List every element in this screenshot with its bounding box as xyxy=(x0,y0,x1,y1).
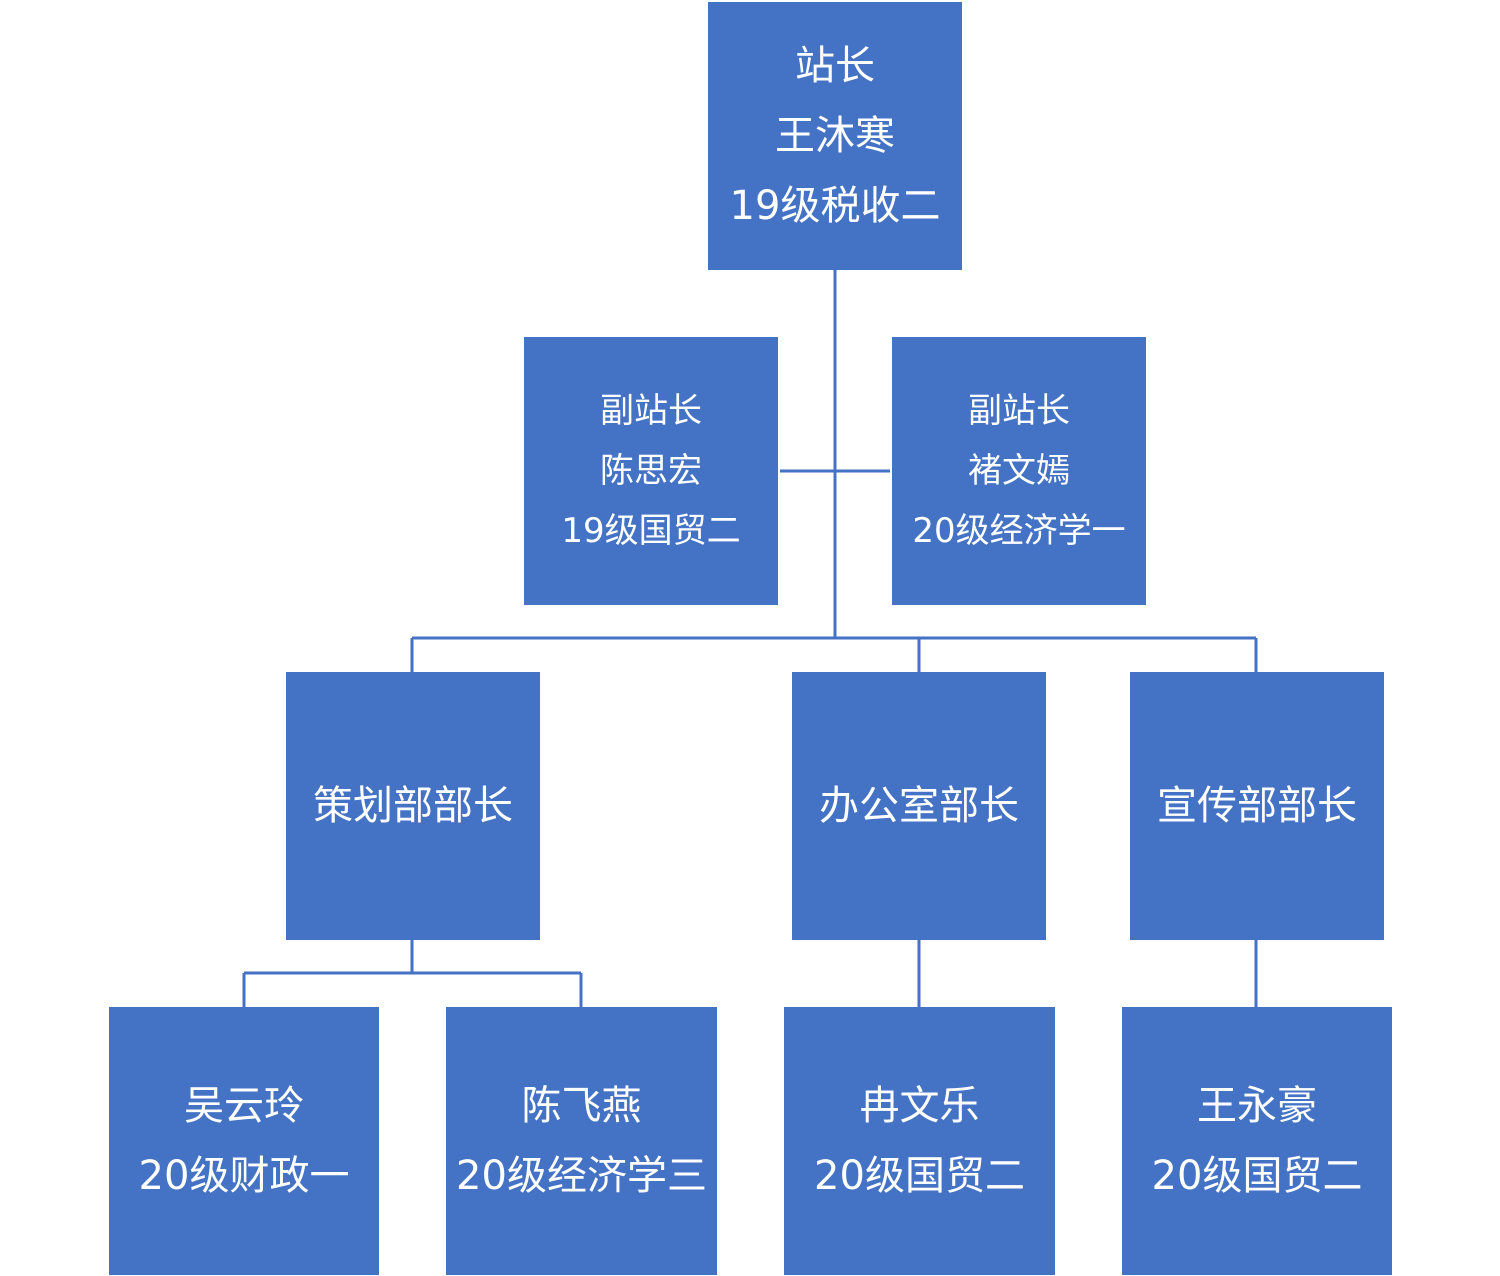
node-director: 站长 王沐寒 19级税收二 xyxy=(708,2,962,270)
dept-publicity-role: 宣传部部长 xyxy=(1157,783,1357,829)
director-name: 王沐寒 xyxy=(775,113,895,159)
member-wu-name: 吴云玲 xyxy=(184,1083,304,1129)
dept-office-role: 办公室部长 xyxy=(819,783,1019,829)
member-ran-class: 20级国贸二 xyxy=(814,1153,1025,1199)
node-member-ran: 冉文乐 20级国贸二 xyxy=(784,1007,1055,1275)
node-deputy-right: 副站长 褚文嫣 20级经济学一 xyxy=(892,337,1146,605)
director-class: 19级税收二 xyxy=(729,183,941,229)
node-member-chen: 陈飞燕 20级经济学三 xyxy=(446,1007,717,1275)
member-wu-class: 20级财政一 xyxy=(138,1153,350,1199)
node-member-wang: 王永豪 20级国贸二 xyxy=(1122,1007,1392,1275)
node-dept-office: 办公室部长 xyxy=(792,672,1046,940)
deputy-left-name: 陈思宏 xyxy=(600,451,702,491)
member-chen-class: 20级经济学三 xyxy=(456,1153,707,1199)
member-wang-class: 20级国贸二 xyxy=(1151,1153,1363,1199)
deputy-right-class: 20级经济学一 xyxy=(912,511,1126,551)
member-chen-name: 陈飞燕 xyxy=(521,1083,642,1129)
dept-planning-role: 策划部部长 xyxy=(313,783,513,829)
node-dept-publicity: 宣传部部长 xyxy=(1130,672,1384,940)
node-deputy-left: 副站长 陈思宏 19级国贸二 xyxy=(524,337,778,605)
deputy-left-class: 19级国贸二 xyxy=(561,511,741,551)
node-member-wu: 吴云玲 20级财政一 xyxy=(109,1007,379,1275)
deputy-left-role: 副站长 xyxy=(600,391,702,431)
node-dept-planning: 策划部部长 xyxy=(286,672,540,940)
director-role: 站长 xyxy=(795,43,875,89)
deputy-right-role: 副站长 xyxy=(968,391,1070,431)
member-wang-name: 王永豪 xyxy=(1197,1083,1317,1129)
deputy-right-name: 褚文嫣 xyxy=(968,451,1070,491)
member-ran-name: 冉文乐 xyxy=(859,1083,980,1129)
